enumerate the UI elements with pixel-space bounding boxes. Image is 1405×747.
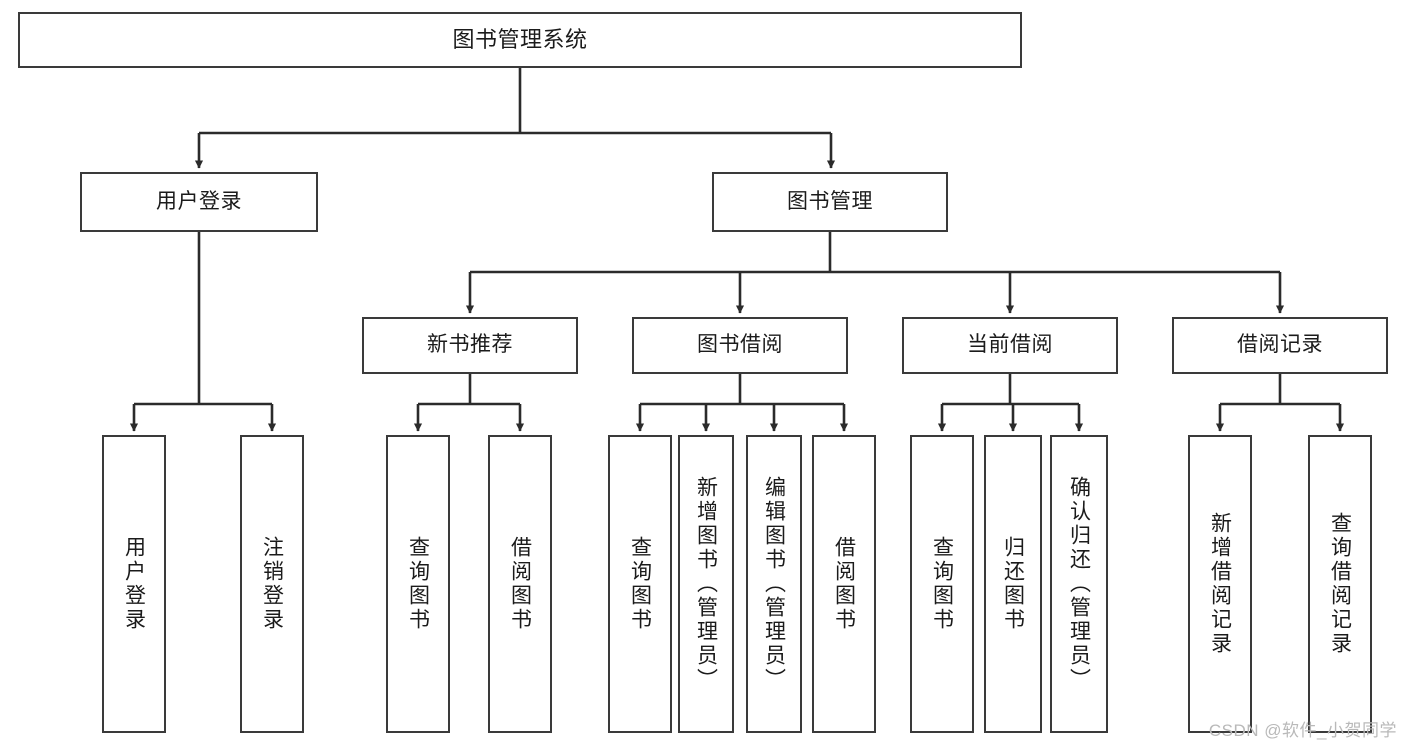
node-current-borrow-label: 当前借阅 xyxy=(967,333,1053,357)
node-book-borrow[interactable]: 图书借阅 xyxy=(632,317,848,374)
leaf-borrow-book-label: 借阅图书 xyxy=(832,536,856,632)
leaf-user-login-action-label: 用户登录 xyxy=(122,536,146,632)
leaf-confirm-return-admin-label: 确认归还（管理员） xyxy=(1067,476,1091,692)
leaf-return-book[interactable]: 归还图书 xyxy=(984,435,1042,733)
leaf-current-query-book-label: 查询图书 xyxy=(930,536,954,632)
leaf-add-borrow-record[interactable]: 新增借阅记录 xyxy=(1188,435,1252,733)
node-book-management[interactable]: 图书管理 xyxy=(712,172,948,232)
leaf-add-borrow-record-label: 新增借阅记录 xyxy=(1208,512,1232,656)
leaf-borrow-query-book[interactable]: 查询图书 xyxy=(608,435,672,733)
node-root-label: 图书管理系统 xyxy=(452,27,588,53)
node-user-login[interactable]: 用户登录 xyxy=(80,172,318,232)
leaf-logout-label: 注销登录 xyxy=(260,536,284,632)
node-borrow-records[interactable]: 借阅记录 xyxy=(1172,317,1388,374)
leaf-borrow-book[interactable]: 借阅图书 xyxy=(812,435,876,733)
node-user-login-label: 用户登录 xyxy=(156,189,242,213)
leaf-borrow-query-book-label: 查询图书 xyxy=(628,536,652,632)
leaf-add-book-admin-label: 新增图书（管理员） xyxy=(694,476,718,692)
leaf-newbook-query-book-label: 查询图书 xyxy=(406,536,430,632)
node-root[interactable]: 图书管理系统 xyxy=(18,12,1022,68)
leaf-newbook-borrow-book-label: 借阅图书 xyxy=(508,536,532,632)
node-new-book-recommend[interactable]: 新书推荐 xyxy=(362,317,578,374)
leaf-return-book-label: 归还图书 xyxy=(1001,536,1025,632)
leaf-user-login-action[interactable]: 用户登录 xyxy=(102,435,166,733)
node-book-management-label: 图书管理 xyxy=(787,189,873,213)
leaf-edit-book-admin[interactable]: 编辑图书（管理员） xyxy=(746,435,802,733)
node-new-book-recommend-label: 新书推荐 xyxy=(427,333,513,357)
leaf-confirm-return-admin[interactable]: 确认归还（管理员） xyxy=(1050,435,1108,733)
leaf-query-borrow-record-label: 查询借阅记录 xyxy=(1328,512,1352,656)
leaf-logout[interactable]: 注销登录 xyxy=(240,435,304,733)
leaf-query-borrow-record[interactable]: 查询借阅记录 xyxy=(1308,435,1372,733)
leaf-newbook-query-book[interactable]: 查询图书 xyxy=(386,435,450,733)
leaf-add-book-admin[interactable]: 新增图书（管理员） xyxy=(678,435,734,733)
leaf-edit-book-admin-label: 编辑图书（管理员） xyxy=(762,476,786,692)
csdn-watermark: CSDN @软件_小贺同学 xyxy=(1208,721,1397,740)
node-book-borrow-label: 图书借阅 xyxy=(697,333,783,357)
leaf-newbook-borrow-book[interactable]: 借阅图书 xyxy=(488,435,552,733)
node-current-borrow[interactable]: 当前借阅 xyxy=(902,317,1118,374)
leaf-current-query-book[interactable]: 查询图书 xyxy=(910,435,974,733)
node-borrow-records-label: 借阅记录 xyxy=(1237,333,1323,357)
